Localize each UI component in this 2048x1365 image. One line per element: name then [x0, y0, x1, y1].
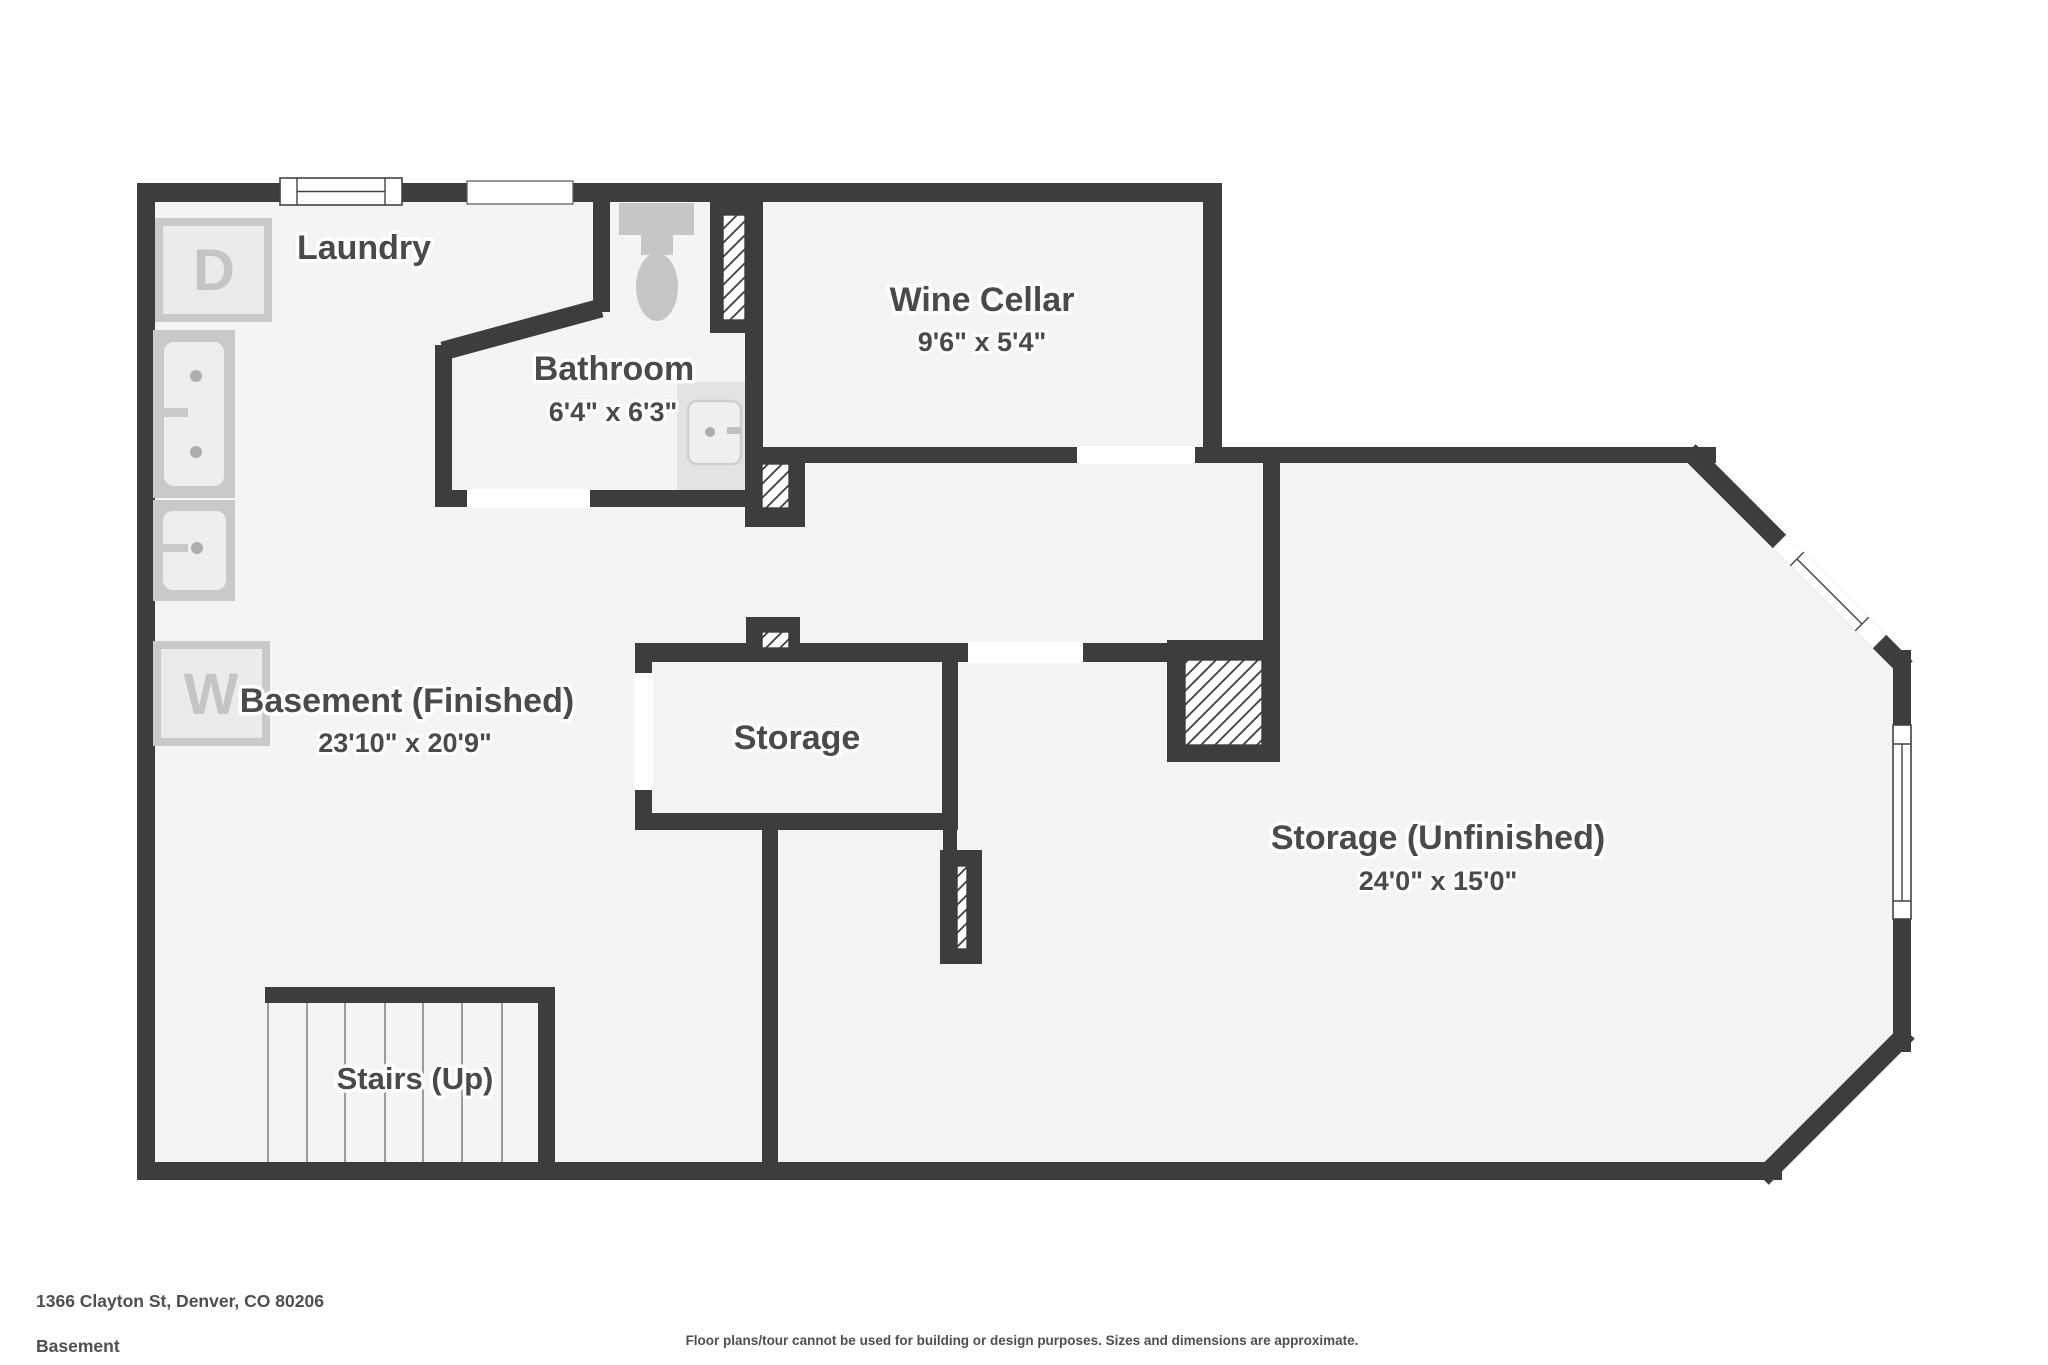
floor-area — [137, 183, 1911, 1180]
room-label-basement-finished: Basement (Finished) — [240, 682, 574, 720]
wall-left — [137, 183, 155, 1180]
wall-stairs-right — [538, 987, 555, 1163]
window-opening-top — [466, 180, 574, 205]
dryer-letter: D — [193, 238, 235, 303]
floor-name-text: Basement — [36, 1336, 120, 1356]
wall-se-bevel — [1755, 1025, 1915, 1185]
stairs-treads — [267, 1003, 503, 1162]
wall-winecellar-right — [1203, 183, 1222, 463]
wall-bottom — [137, 1162, 1782, 1180]
disclaimer-text: Floor plans/tour cannot be used for buil… — [686, 1333, 1359, 1348]
wall-storage-bottom — [635, 813, 958, 830]
hatched-chases — [722, 214, 1263, 950]
wall-bath-left — [435, 345, 452, 507]
door-openings — [467, 446, 1195, 790]
duct-cap-bottom — [723, 320, 745, 333]
duct-hatch-storage-top — [761, 631, 790, 649]
door-opening-corridor — [968, 642, 1083, 663]
wall-toilet-alcove — [710, 202, 723, 333]
windows — [279, 177, 1912, 920]
wall-top — [137, 183, 1222, 202]
furnace-chase-hatch — [1184, 659, 1263, 746]
washer-letter: W — [184, 662, 239, 727]
room-dims-wine-cellar: 9'6" x 5'4" — [918, 327, 1047, 357]
window-laundry — [279, 177, 403, 206]
window-right-wall — [1892, 724, 1912, 920]
room-label-bathroom: Bathroom — [534, 350, 695, 388]
door-opening-bathroom — [467, 489, 590, 508]
room-label-wine-cellar: Wine Cellar — [890, 281, 1075, 319]
door-opening-storage — [634, 673, 653, 790]
door-opening-winecellar — [1077, 446, 1195, 464]
wall-mid-horizontal — [745, 447, 1716, 463]
duct-hatch-bathroom — [722, 214, 746, 321]
bathroom-sink — [677, 382, 745, 490]
address-text: 1366 Clayton St, Denver, CO 80206 — [36, 1291, 324, 1311]
room-dims-basement-finished: 23'10" x 20'9" — [318, 728, 492, 758]
room-label-storage-unfinished: Storage (Unfinished) — [1271, 819, 1605, 857]
toilet — [619, 203, 694, 321]
footer: 1366 Clayton St, Denver, CO 80206 Baseme… — [36, 1291, 1358, 1356]
room-labels: Laundry Bathroom 6'4" x 6'3" Wine Cellar… — [236, 226, 1608, 1100]
wall-storage-right — [942, 643, 958, 830]
room-label-laundry: Laundry — [297, 229, 431, 267]
duct-hatch-winecellar-corner — [761, 463, 790, 509]
laundry-tub — [153, 330, 235, 498]
wall-stairs-top — [265, 987, 555, 1003]
duct-hatch-below-storage — [956, 865, 968, 950]
washer: W — [153, 641, 270, 746]
fixtures: D W — [153, 203, 745, 1162]
wall-bath-divider — [593, 183, 610, 312]
utility-sink — [153, 500, 235, 601]
wall-bath-diagonal — [440, 298, 604, 361]
room-dims-bathroom: 6'4" x 6'3" — [549, 397, 678, 427]
wall-storage-top — [635, 643, 958, 662]
duct-stub — [943, 830, 957, 855]
wall-below-storage — [762, 830, 778, 1180]
wall-corridor-right — [1263, 463, 1280, 645]
duct-cap-top — [723, 202, 745, 215]
room-dims-storage-unfinished: 24'0" x 15'0" — [1359, 866, 1518, 896]
wall-winecellar-left — [745, 183, 763, 450]
dryer: D — [155, 218, 272, 322]
room-label-stairs: Stairs (Up) — [337, 1061, 494, 1096]
window-diagonal-ne — [1771, 533, 1888, 650]
room-label-storage: Storage — [734, 719, 861, 757]
